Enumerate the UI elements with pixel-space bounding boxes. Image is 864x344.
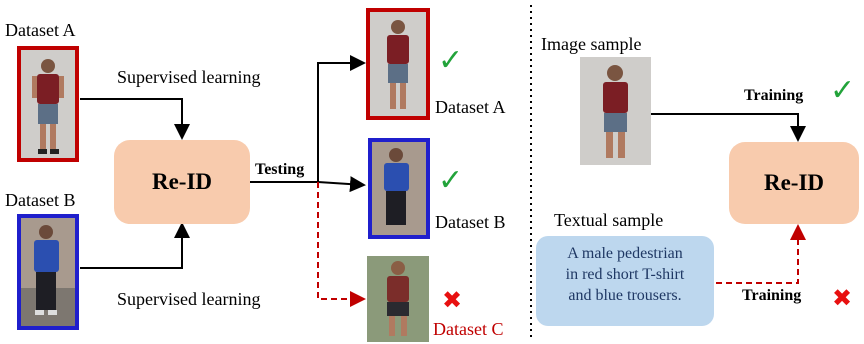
image-sample-label: Image sample — [541, 34, 642, 54]
training-bottom-label: Training — [742, 287, 802, 304]
dataset-a-label: Dataset A — [5, 20, 76, 40]
test-dataset-a-photo — [366, 8, 430, 120]
reid-label-right: Re-ID — [763, 170, 825, 195]
reid-box-right: Re-ID — [729, 142, 859, 224]
person-red-shirt-image — [370, 12, 426, 116]
result-dataset-c-label: Dataset C — [433, 319, 504, 339]
supervised-learning-top-label: Supervised learning — [117, 67, 261, 87]
person-striped-shirt-image — [367, 256, 429, 342]
check-icon: ✓ — [438, 43, 464, 78]
image-sample-photo — [580, 57, 651, 165]
person-blue-jacket-image — [372, 142, 426, 235]
person-red-shirt-image — [21, 50, 75, 158]
textual-line-1: A male pedestrian — [567, 245, 683, 262]
training-top-label: Training — [744, 87, 804, 104]
dataset-b-photo — [17, 214, 79, 330]
person-red-shirt-image — [580, 57, 651, 165]
test-dataset-c-photo — [367, 256, 429, 342]
result-dataset-b-label: Dataset B — [435, 212, 506, 232]
cross-icon: ✖ — [442, 286, 463, 314]
testing-label: Testing — [255, 161, 305, 178]
check-icon: ✓ — [438, 163, 464, 198]
dataset-b-label: Dataset B — [5, 190, 76, 210]
result-dataset-a-label: Dataset A — [435, 97, 506, 117]
check-icon: ✓ — [830, 73, 856, 108]
test-dataset-b-photo — [368, 138, 430, 239]
person-blue-jacket-image — [21, 218, 75, 326]
reid-box-left: Re-ID — [114, 140, 250, 224]
textual-sample-label: Textual sample — [554, 210, 664, 230]
textual-sample-box: A male pedestrian in red short T-shirt a… — [536, 236, 714, 326]
dataset-a-photo — [17, 46, 79, 162]
supervised-learning-bottom-label: Supervised learning — [117, 289, 261, 309]
textual-line-2: in red short T-shirt — [565, 266, 685, 283]
reid-label-left: Re-ID — [151, 169, 213, 194]
cross-icon: ✖ — [832, 284, 853, 312]
textual-line-3: and blue trousers. — [568, 287, 682, 304]
